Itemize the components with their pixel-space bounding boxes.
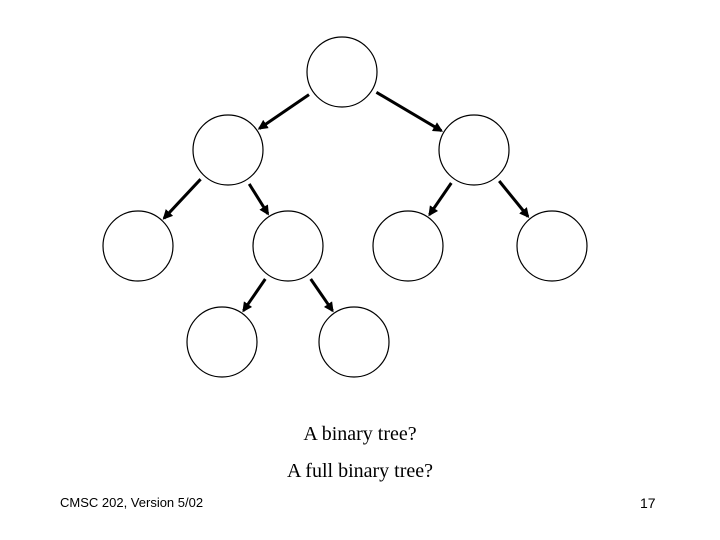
- bottom-right-leaf-node: [318, 306, 390, 378]
- question-binary-tree: A binary tree?: [303, 423, 417, 445]
- edge-root-to-root-left-child: [257, 93, 310, 130]
- edge-root-to-root-right-child: [375, 91, 444, 132]
- right-child-node: [438, 114, 510, 186]
- root-node: [306, 36, 378, 108]
- tree-nodes: [102, 36, 588, 378]
- left-left-leaf-node: [102, 210, 174, 282]
- edge-root-right-child-to-right-left-leaf: [428, 182, 453, 217]
- edge-root-left-child-to-left-left-leaf: [162, 178, 202, 220]
- page-number: 17: [640, 495, 656, 511]
- tree-edges: [162, 91, 530, 313]
- edge-left-right-child-to-bottom-right-leaf: [309, 278, 334, 313]
- bottom-left-leaf-node: [186, 306, 258, 378]
- question-full-binary-tree: A full binary tree?: [286, 460, 434, 482]
- edge-root-right-child-to-right-right-leaf: [498, 180, 530, 219]
- right-left-leaf-node: [372, 210, 444, 282]
- right-right-leaf-node: [516, 210, 588, 282]
- left-child-node: [192, 114, 264, 186]
- edge-left-right-child-to-bottom-left-leaf: [242, 278, 267, 313]
- footer-course-label: CMSC 202, Version 5/02: [60, 495, 204, 510]
- left-right-child-node: [252, 210, 324, 282]
- edge-root-left-child-to-left-right-child: [247, 183, 270, 216]
